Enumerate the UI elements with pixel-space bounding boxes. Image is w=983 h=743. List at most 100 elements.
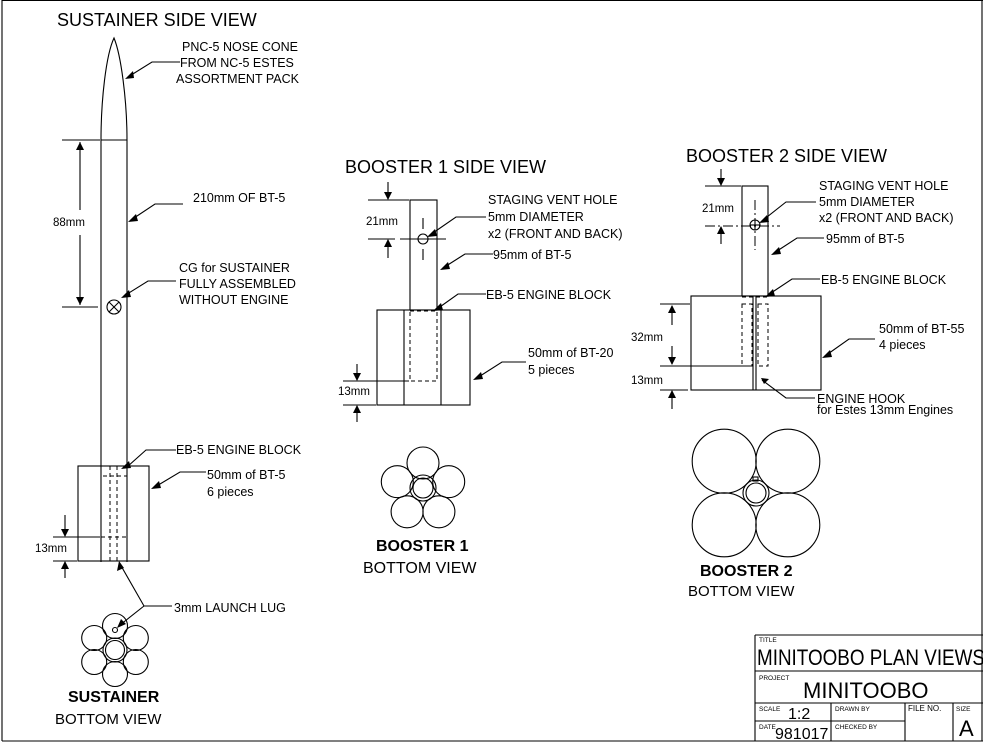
launch-lug-note: 3mm LAUNCH LUG bbox=[174, 601, 286, 615]
booster1-vent-hole-icon bbox=[400, 218, 446, 260]
booster2-dim-32mm-label: 32mm bbox=[631, 332, 663, 344]
booster2-pod-circles bbox=[691, 428, 821, 558]
booster1-vent-note-3: x2 (FRONT AND BACK) bbox=[488, 227, 623, 241]
leader-pods-booster2 bbox=[822, 338, 875, 358]
checked-by-caption: CHECKED BY bbox=[835, 724, 878, 731]
leader-cg bbox=[121, 280, 176, 298]
dimension-21mm-booster2: 21mm bbox=[702, 169, 741, 244]
title-caption: TITLE bbox=[759, 637, 777, 644]
booster1-side-title: BOOSTER 1 SIDE VIEW bbox=[345, 157, 546, 177]
sustainer-pods bbox=[77, 465, 150, 562]
leader-pods-sustainer bbox=[151, 471, 206, 489]
leader-body-tube bbox=[128, 203, 183, 222]
booster2-engine-block-note: EB-5 ENGINE BLOCK bbox=[821, 273, 947, 287]
booster1-pod-circles bbox=[380, 446, 466, 529]
booster1-pods bbox=[376, 309, 471, 406]
sustainer-pod-circle bbox=[81, 648, 108, 676]
booster2-body-tube-note: 95mm of BT-5 bbox=[826, 232, 905, 246]
cg-marker-icon bbox=[106, 299, 122, 315]
leader-engine-block-booster2 bbox=[765, 278, 820, 297]
dim-88mm-label: 88mm bbox=[53, 217, 85, 229]
nose-cone-note-3: ASSORTMENT PACK bbox=[176, 72, 300, 86]
leader-body-tube-booster1 bbox=[440, 253, 493, 270]
cg-note-3: WITHOUT ENGINE bbox=[179, 293, 289, 307]
date-value: 981017 bbox=[775, 726, 828, 743]
sustainer-bottom-view: SUSTAINER BOTTOM VIEW bbox=[55, 612, 162, 728]
sustainer-central-tube-outer bbox=[102, 637, 128, 663]
dimension-13mm-booster2: 13mm bbox=[631, 375, 688, 409]
launch-lug bbox=[111, 626, 119, 634]
leader-engine-block-booster1 bbox=[433, 293, 486, 311]
drawn-by-caption: DRAWN BY bbox=[835, 706, 870, 713]
booster2-vent-note-2: 5mm DIAMETER bbox=[819, 195, 915, 209]
booster2-vent-note-1: STAGING VENT HOLE bbox=[819, 179, 948, 193]
booster1-pod-circle bbox=[432, 465, 466, 499]
file-no-caption: FILE NO. bbox=[908, 704, 941, 713]
sustainer-bottom-title-bold: SUSTAINER bbox=[68, 689, 160, 706]
booster1-bottom-view: BOOSTER 1 BOTTOM VIEW bbox=[363, 446, 477, 577]
sustainer-pod-circle bbox=[81, 624, 108, 652]
booster2-pod-circle bbox=[691, 492, 757, 558]
drawing-title: MINITOOBO PLAN VIEWS bbox=[757, 645, 983, 670]
booster1-bottom-title: BOTTOM VIEW bbox=[363, 560, 477, 577]
project-name: MINITOOBO bbox=[803, 678, 929, 703]
project-caption: PROJECT bbox=[759, 675, 789, 682]
booster2-central-tube-inner bbox=[745, 482, 767, 504]
booster1-pod-circle bbox=[390, 495, 424, 529]
booster2-bottom-title: BOTTOM VIEW bbox=[688, 583, 795, 600]
dimension-13mm-sustainer: 13mm bbox=[35, 515, 100, 578]
booster2-side-title: BOOSTER 2 SIDE VIEW bbox=[686, 146, 887, 166]
booster1-pod-circle bbox=[380, 465, 414, 499]
engine-hook-note-2: for Estes 13mm Engines bbox=[817, 403, 953, 417]
dimension-13mm-booster1: 13mm bbox=[338, 364, 409, 422]
dimension-32mm-booster2: 32mm bbox=[631, 303, 752, 367]
engine-hook-note-1: ENGINE HOOK bbox=[817, 392, 906, 406]
sustainer-body-tube bbox=[100, 139, 128, 562]
booster1-pods-note-2: 5 pieces bbox=[528, 363, 575, 377]
booster2-dim-21mm-label: 21mm bbox=[702, 203, 734, 215]
nose-cone-note-2: FROM NC-5 ESTES bbox=[180, 56, 294, 70]
scale-value: 1:2 bbox=[788, 706, 810, 723]
booster2-central-tube-outer bbox=[742, 479, 770, 507]
sustainer-side-title: SUSTAINER SIDE VIEW bbox=[57, 10, 257, 30]
booster1-pods-note-1: 50mm of BT-20 bbox=[528, 346, 613, 360]
date-caption: DATE bbox=[759, 724, 777, 731]
booster2-pods bbox=[690, 295, 822, 391]
booster1-central-tube-inner bbox=[412, 477, 434, 499]
leader-engine-block-sustainer bbox=[121, 449, 176, 469]
cg-note-2: FULLY ASSEMBLED bbox=[179, 277, 296, 291]
size-value: A bbox=[959, 716, 974, 741]
booster1-pod-circle bbox=[406, 446, 440, 480]
leader-pods-booster1 bbox=[473, 361, 526, 380]
sustainer-pod-circles bbox=[81, 612, 149, 688]
booster1-vent-note-2: 5mm DIAMETER bbox=[488, 210, 584, 224]
pods-note-sustainer-1: 50mm of BT-5 bbox=[207, 468, 286, 482]
dimension-88mm: 88mm bbox=[53, 139, 100, 308]
leader-engine-hook bbox=[761, 378, 815, 399]
sustainer-central-tube-inner bbox=[104, 639, 126, 661]
leader-vent-booster2 bbox=[759, 201, 816, 223]
booster2-engine-hook bbox=[752, 476, 759, 482]
leader-launch-lug bbox=[117, 561, 172, 628]
scale-caption: SCALE bbox=[759, 706, 781, 713]
booster1-bottom-title-bold: BOOSTER 1 bbox=[376, 538, 469, 555]
leader-body-tube-booster2 bbox=[771, 237, 824, 255]
booster2-vent-hole-icon bbox=[705, 200, 780, 250]
nose-cone bbox=[100, 36, 128, 141]
booster2-vent-note-3: x2 (FRONT AND BACK) bbox=[819, 211, 954, 225]
booster1-engine-block-note: EB-5 ENGINE BLOCK bbox=[486, 288, 612, 302]
leader-vent-booster1 bbox=[427, 216, 486, 237]
pods-note-sustainer-2: 6 pieces bbox=[207, 485, 254, 499]
size-caption: SIZE bbox=[956, 706, 971, 713]
body-tube-note: 210mm OF BT-5 bbox=[193, 191, 285, 205]
sustainer-pod-circle bbox=[122, 648, 149, 676]
sustainer-bottom-title: BOTTOM VIEW bbox=[55, 711, 162, 728]
sustainer-side-view: SUSTAINER SIDE VIEW bbox=[35, 10, 302, 628]
booster2-bottom-title-bold: BOOSTER 2 bbox=[700, 563, 793, 580]
title-block: TITLE MINITOOBO PLAN VIEWS PROJECT MINIT… bbox=[754, 634, 983, 743]
booster1-central-tube-outer bbox=[409, 474, 437, 502]
booster1-side-view: BOOSTER 1 SIDE VIEW 21mm bbox=[338, 157, 623, 422]
cg-note-1: CG for SUSTAINER bbox=[179, 261, 290, 275]
